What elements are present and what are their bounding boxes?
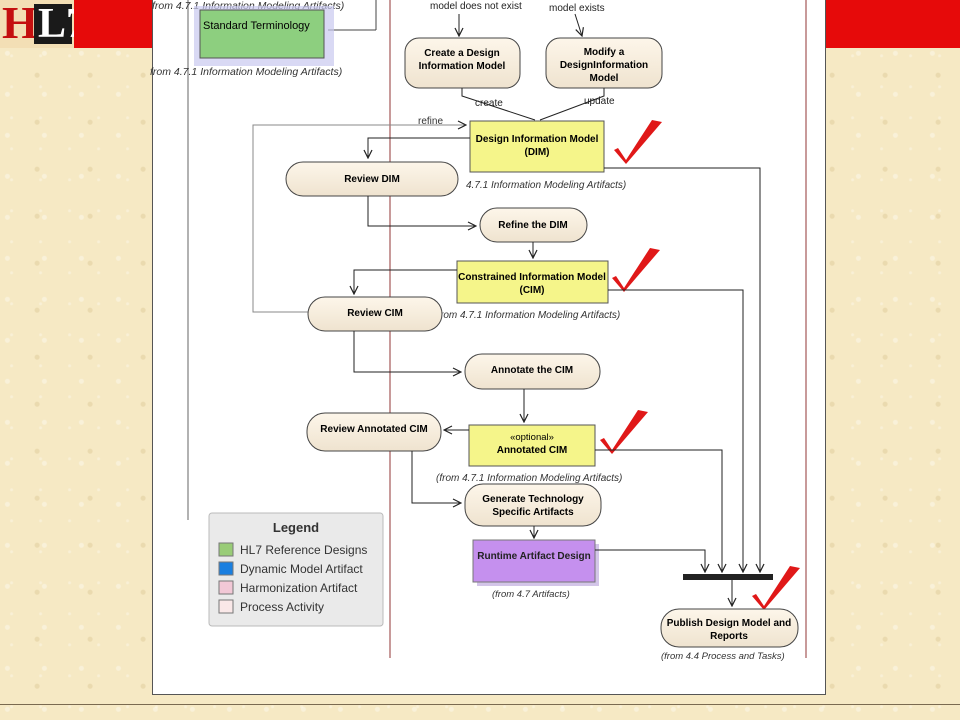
- legend-label-0: HL7 Reference Designs: [240, 543, 367, 557]
- flow-cim-publish: [608, 289, 743, 572]
- label-model-not-exist: model does not exist: [430, 1, 522, 12]
- check-icon-dim: [614, 120, 662, 164]
- modify-dim-label-2: DesignInformation: [560, 60, 648, 71]
- activity-review-dim: [285, 161, 459, 197]
- arrow-exists: [574, 13, 582, 36]
- review-cim-label: Review CIM: [347, 308, 403, 319]
- flow-review-generate: [411, 451, 461, 503]
- ref-acim: (from 4.7.1 Information Modeling Artifac…: [436, 473, 622, 484]
- flow-runtime-publish: [595, 549, 705, 572]
- flow-review-annotate: [353, 331, 461, 372]
- modify-dim-label-1: Modify a: [584, 47, 625, 58]
- ref-publish: (from 4.4 Process and Tasks): [661, 651, 785, 662]
- legend-title: Legend: [273, 520, 319, 535]
- dim-label-2: (DIM): [525, 147, 550, 158]
- artifact-cim: [456, 260, 609, 304]
- optional-stereotype: «optional»: [510, 432, 554, 443]
- logo-l7-block: L7: [34, 1, 74, 47]
- flow-create: [461, 88, 536, 121]
- hl7-logo: H L7: [0, 0, 74, 48]
- flow-dim-review: [368, 137, 470, 158]
- activity-annotate-cim: [464, 353, 601, 390]
- flow-dim-publish: [604, 167, 760, 572]
- legend-box: [208, 512, 384, 627]
- legend-swatch-2: [218, 580, 234, 595]
- flow-cim-review: [354, 269, 457, 294]
- label-create: create: [475, 98, 503, 109]
- ref-term: from 4.7.1 Information Modeling Artifact…: [150, 66, 342, 78]
- flow-review-refine: [367, 196, 476, 226]
- ref-runtime: (from 4.7 Artifacts): [492, 589, 570, 600]
- annotate-cim-label: Annotate the CIM: [491, 365, 573, 376]
- legend-swatch-3: [218, 599, 234, 614]
- artifact-runtime: [472, 539, 596, 583]
- activity-review-cim: [307, 296, 443, 332]
- refine-dim-label: Refine the DIM: [498, 220, 567, 231]
- flow-acim-publish: [595, 449, 722, 572]
- legend-label-2: Harmonization Artifact: [240, 581, 358, 595]
- review-annotated-cim-label: Review Annotated CIM: [320, 424, 427, 435]
- standard-terminology-box: [199, 9, 325, 59]
- flow-update: [539, 88, 605, 121]
- activity-review-annotated-cim: [306, 412, 442, 452]
- flow-refine-loop: [252, 125, 466, 313]
- runtime-label: Runtime Artifact Design: [477, 551, 591, 562]
- create-dim-label-1: Create a Design: [424, 48, 500, 59]
- generate-label-2: Specific Artifacts: [492, 507, 574, 518]
- legend-swatch-0: [218, 542, 234, 557]
- generate-label-1: Generate Technology: [482, 494, 584, 505]
- label-refine: refine: [418, 116, 443, 127]
- cim-label-1: Constrained Information Model: [458, 272, 606, 283]
- activity-generate-artifacts: [464, 483, 602, 527]
- label-model-exists: model exists: [549, 3, 605, 14]
- cim-label-2: (CIM): [520, 285, 545, 296]
- join-bar: [683, 574, 773, 580]
- publish-label-1: Publish Design Model and: [667, 618, 791, 629]
- legend-swatch-1: [218, 561, 234, 576]
- annotated-cim-label: Annotated CIM: [497, 445, 568, 456]
- ref-cim: rom 4.7.1 Information Modeling Artifacts…: [440, 310, 620, 321]
- check-icon-annotated-cim: [600, 410, 648, 454]
- dim-label-1: Design Information Model: [476, 134, 599, 145]
- ref-dim: 4.7.1 Information Modeling Artifacts): [466, 180, 626, 191]
- artifact-dim: [469, 120, 605, 173]
- slide-bottom-rule: [0, 704, 960, 705]
- check-icon-cim: [612, 248, 660, 292]
- activity-publish: [660, 608, 799, 648]
- label-update: update: [584, 96, 615, 107]
- check-icon-publish: [752, 566, 800, 610]
- logo-letter-h: H: [2, 0, 38, 48]
- standard-terminology-label: Standard Terminology: [203, 20, 310, 32]
- publish-label-2: Reports: [710, 631, 748, 642]
- modify-dim-label-3: Model: [590, 73, 619, 84]
- create-dim-label-2: Information Model: [419, 61, 506, 72]
- review-dim-label: Review DIM: [344, 174, 400, 185]
- legend-label-1: Dynamic Model Artifact: [240, 562, 363, 576]
- artifact-annotated-cim: [468, 424, 596, 467]
- legend-label-3: Process Activity: [240, 600, 324, 614]
